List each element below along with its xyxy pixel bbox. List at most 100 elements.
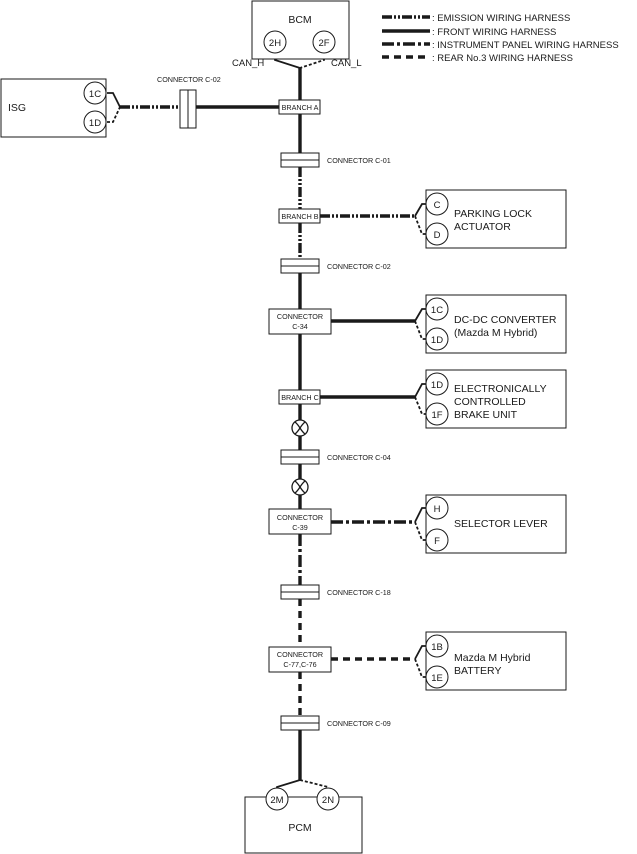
isg-pin-1d (83, 110, 107, 134)
dcdc-pin-1d (425, 327, 449, 351)
inline-connector-c01-bottom (280, 159, 320, 168)
connector-c34-box (268, 308, 332, 335)
battery-wire-1e (414, 658, 428, 678)
selector-pin-h (425, 496, 449, 520)
battery-pin-1e (425, 665, 449, 689)
connector-c39: CONNECTOR C-39 (268, 508, 332, 535)
bcm-module: BCM 2H 2F (251, 0, 350, 60)
selector-pin-f-label: F (434, 536, 440, 547)
pcm-module: PCM 2M 2N (244, 787, 363, 854)
inline-connector-c02-bottom (280, 265, 320, 274)
brake-label-2: CONTROLLED (454, 396, 526, 408)
pcm-box (244, 796, 363, 854)
selector-label: SELECTOR LEVER (454, 518, 548, 530)
connector-c34: CONNECTOR C-34 (268, 308, 332, 335)
connector-c34-label-1: CONNECTOR (277, 312, 323, 321)
isg-module: ISG 1C 1D (0, 78, 107, 138)
bcm-label: BCM (288, 14, 311, 26)
connector-c77: CONNECTOR C-77,C-76 (268, 646, 332, 673)
brake-pin-1f (425, 402, 449, 426)
branch-b-label: BRANCH B (281, 212, 318, 221)
pcm-label: PCM (288, 822, 311, 834)
inline-connector-c02-isg: CONNECTOR C-02 (157, 75, 221, 129)
dcdc-box (425, 294, 567, 354)
battery-pin-1b (425, 634, 449, 658)
selector-pin-h-label: H (434, 504, 441, 515)
legend-instrument-panel-label: : INSTRUMENT PANEL WIRING HARNESS (432, 40, 619, 51)
dcdc-label-2: (Mazda M Hybrid) (454, 327, 537, 339)
isg-pin-1c-label: 1C (89, 89, 101, 100)
parking-lock-pin-d (425, 222, 449, 246)
inline-connector-c02-isg-left (179, 89, 189, 129)
parking-lock-pin-d-label: D (434, 230, 441, 241)
brake-pin-1d-label: 1D (431, 380, 443, 391)
parking-lock-module: C D PARKING LOCK ACTUATOR (425, 189, 567, 249)
battery-label-2: BATTERY (454, 665, 501, 677)
connector-c77-label-1: CONNECTOR (277, 650, 323, 659)
parking-lock-label-2: ACTUATOR (454, 221, 511, 233)
inline-connector-c18-top (280, 584, 320, 593)
connector-c39-box (268, 508, 332, 535)
isg-wire-1d (107, 106, 121, 123)
inline-connector-c01-top (280, 152, 320, 161)
pcm-pin-2m-label: 2M (270, 795, 283, 806)
selector-wire-f (414, 521, 428, 541)
branch-c-box (278, 389, 321, 405)
legend-rear-label: : REAR No.3 WIRING HARNESS (432, 53, 573, 64)
brake-label-3: BRAKE UNIT (454, 409, 518, 421)
inline-connector-c02-isg-right (187, 89, 197, 129)
bcm-pin-2h-label: 2H (269, 38, 281, 49)
inline-connector-c09-top (280, 715, 320, 724)
inline-connector-c02-isg-label: CONNECTOR C-02 (157, 75, 221, 84)
inline-connector-c18-bottom (280, 591, 320, 600)
brake-box (425, 369, 567, 429)
branch-c: BRANCH C (278, 389, 321, 405)
brake-label-1: ELECTRONICALLY (454, 383, 547, 395)
parking-lock-pin-c (425, 192, 449, 216)
battery-pin-1b-label: 1B (431, 642, 443, 653)
selector-box (425, 494, 567, 554)
legend-emission-label: : EMISSION WIRING HARNESS (432, 13, 570, 24)
connector-c39-label-2: C-39 (292, 523, 308, 532)
inline-connector-c09-bottom (280, 722, 320, 731)
inline-connector-c02: CONNECTOR C-02 (280, 258, 391, 274)
bcm-pin-2h (263, 30, 287, 54)
branch-a-label: BRANCH A (282, 103, 319, 112)
pcm-pin-2m (265, 787, 289, 811)
twisted-pair-icon (291, 419, 309, 437)
isg-label: ISG (8, 102, 26, 114)
twisted-pair-icon (291, 478, 309, 496)
brake-pin-1d (425, 372, 449, 396)
branch-b: BRANCH B (278, 208, 321, 224)
inline-connector-c18: CONNECTOR C-18 (280, 584, 391, 600)
inline-connector-c04-label: CONNECTOR C-04 (327, 453, 391, 462)
inline-connector-c02-top (280, 258, 320, 267)
isg-wire-1c (107, 92, 121, 108)
inline-connector-c01: CONNECTOR C-01 (280, 152, 391, 168)
bcm-pin-2f (312, 30, 336, 54)
battery-module: 1B 1E Mazda M Hybrid BATTERY (425, 631, 567, 691)
dcdc-pin-1c-label: 1C (431, 305, 443, 316)
dcdc-label-1: DC-DC CONVERTER (454, 314, 557, 326)
parking-lock-label-1: PARKING LOCK (454, 208, 532, 220)
inline-connector-c04-bottom (280, 456, 320, 465)
connector-c34-label-2: C-34 (292, 322, 308, 331)
pcm-pin-2n (316, 787, 340, 811)
inline-connector-c04: CONNECTOR C-04 (280, 449, 391, 465)
parking-lock-pin-c-label: C (434, 200, 441, 211)
selector-module: H F SELECTOR LEVER (425, 494, 567, 554)
branch-a: BRANCH A (278, 99, 321, 115)
inline-connector-c01-label: CONNECTOR C-01 (327, 156, 391, 165)
connector-c77-box (268, 646, 332, 673)
connector-c77-label-2: C-77,C-76 (283, 660, 316, 669)
dcdc-wire-1d (414, 320, 428, 340)
branch-c-label: BRANCH C (281, 393, 319, 402)
battery-pin-1e-label: 1E (431, 673, 443, 684)
isg-pin-1d-label: 1D (89, 118, 101, 129)
pcm-pin-2n-label: 2N (322, 795, 334, 806)
isg-pin-1c (83, 81, 107, 105)
dcdc-module: 1C 1D DC-DC CONVERTER (Mazda M Hybrid) (425, 294, 567, 354)
inline-connector-c02-label: CONNECTOR C-02 (327, 262, 391, 271)
inline-connector-c18-label: CONNECTOR C-18 (327, 588, 391, 597)
